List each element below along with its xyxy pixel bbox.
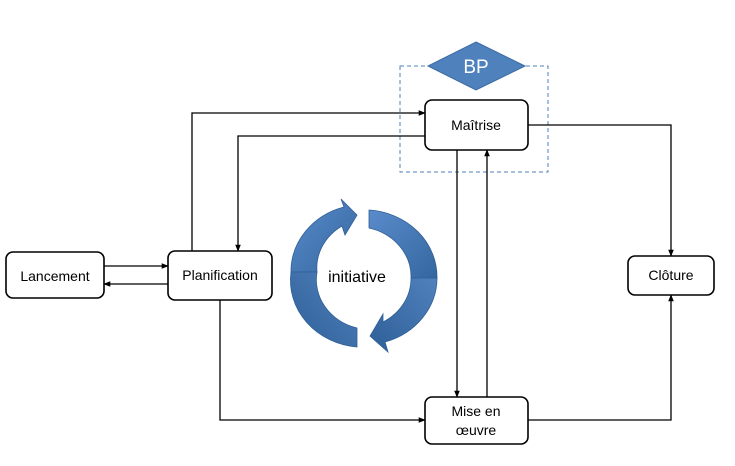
node-cloture-label: Clôture bbox=[648, 267, 693, 283]
node-maitrise-label: Maîtrise bbox=[451, 117, 501, 133]
node-planification[interactable]: Planification bbox=[167, 250, 273, 301]
cycle-arrow-left-icon bbox=[290, 271, 358, 348]
node-lancement-box[interactable] bbox=[5, 251, 105, 299]
node-cloture[interactable]: Clôture bbox=[627, 255, 715, 296]
cycle-arrow-right-icon bbox=[368, 209, 438, 279]
initiative-cycle: initiative bbox=[290, 198, 438, 354]
connectors bbox=[103, 110, 674, 423]
node-mise-en-oeuvre-label-line1: Mise en bbox=[451, 403, 500, 419]
connector-planification-to-maitrise bbox=[191, 110, 426, 251]
connector-maitrise-to-planification bbox=[235, 135, 425, 252]
node-planification-box[interactable] bbox=[167, 250, 273, 301]
node-maitrise[interactable]: Maîtrise bbox=[424, 99, 529, 151]
node-cloture-box[interactable] bbox=[627, 255, 715, 296]
cycle-label: initiative bbox=[328, 269, 386, 286]
connector-planification-to-mise-en-oeuvre bbox=[219, 300, 426, 423]
connector-mise-en-oeuvre-to-cloture bbox=[528, 294, 674, 421]
node-lancement-label: Lancement bbox=[20, 268, 89, 284]
node-mise-en-oeuvre[interactable]: Mise en œuvre bbox=[424, 396, 529, 445]
node-lancement[interactable]: Lancement bbox=[5, 251, 105, 299]
node-maitrise-box[interactable] bbox=[424, 99, 529, 151]
cycle-arrow-bottom-icon bbox=[369, 277, 438, 354]
bp-badge-label: BP bbox=[463, 57, 488, 78]
node-mise-en-oeuvre-box[interactable] bbox=[424, 396, 529, 445]
node-mise-en-oeuvre-label-line2: œuvre bbox=[456, 422, 497, 438]
bp-diamond-shape bbox=[426, 41, 527, 91]
connector-maitrise-to-cloture bbox=[528, 124, 674, 257]
node-planification-label: Planification bbox=[182, 267, 258, 283]
cycle-arrow-top-icon bbox=[290, 198, 358, 273]
bp-badge: BP bbox=[426, 41, 527, 91]
